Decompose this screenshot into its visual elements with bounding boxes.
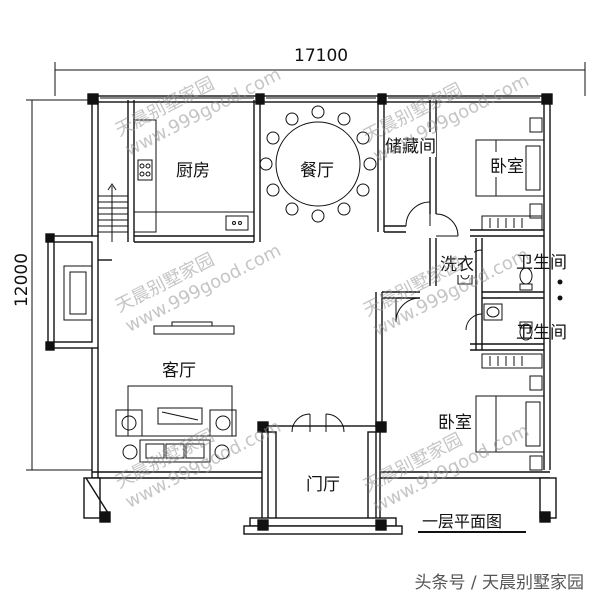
plan-caption: 一层平面图 [422,512,503,531]
room-label-bedroom-top: 卧室 [490,152,524,177]
exterior-walls [45,93,557,535]
dining-chair [311,209,325,223]
dining-chair [337,202,351,216]
dimension-lines [26,62,586,471]
room-label-bathroom-1: 卫生间 [516,253,567,273]
dining-chair [259,157,273,171]
room-label-dining: 餐厅 [300,156,334,181]
dining-chair [337,112,351,126]
dining-chair [363,157,377,171]
dining-table [259,105,377,223]
dining-chair [311,105,325,119]
dimension-width: 17100 [294,46,349,66]
bathroom-fixtures [457,265,563,341]
dimension-height: 12000 [12,252,32,308]
footer-credit: 头条号 / 天晨别墅家园 [414,573,584,593]
room-label-foyer: 门厅 [306,475,340,495]
dining-chair [356,183,370,197]
dining-chair [285,112,299,126]
room-label-storage: 储藏间 [385,132,436,157]
dining-chair [266,131,280,145]
kitchen-counter [133,119,255,237]
living-furniture [63,265,237,463]
room-label-living: 客厅 [162,361,196,381]
dining-chair [356,131,370,145]
dining-chair [266,183,280,197]
staircase [98,183,128,242]
room-label-bedroom-bottom: 卧室 [438,413,472,433]
caption-underline [418,531,526,533]
bed-bottom [475,353,545,471]
room-label-kitchen: 厨房 [176,161,210,181]
dining-chair [285,202,299,216]
room-label-laundry: 洗衣 [440,250,474,275]
room-label-bathroom-2: 卫生间 [516,323,567,343]
